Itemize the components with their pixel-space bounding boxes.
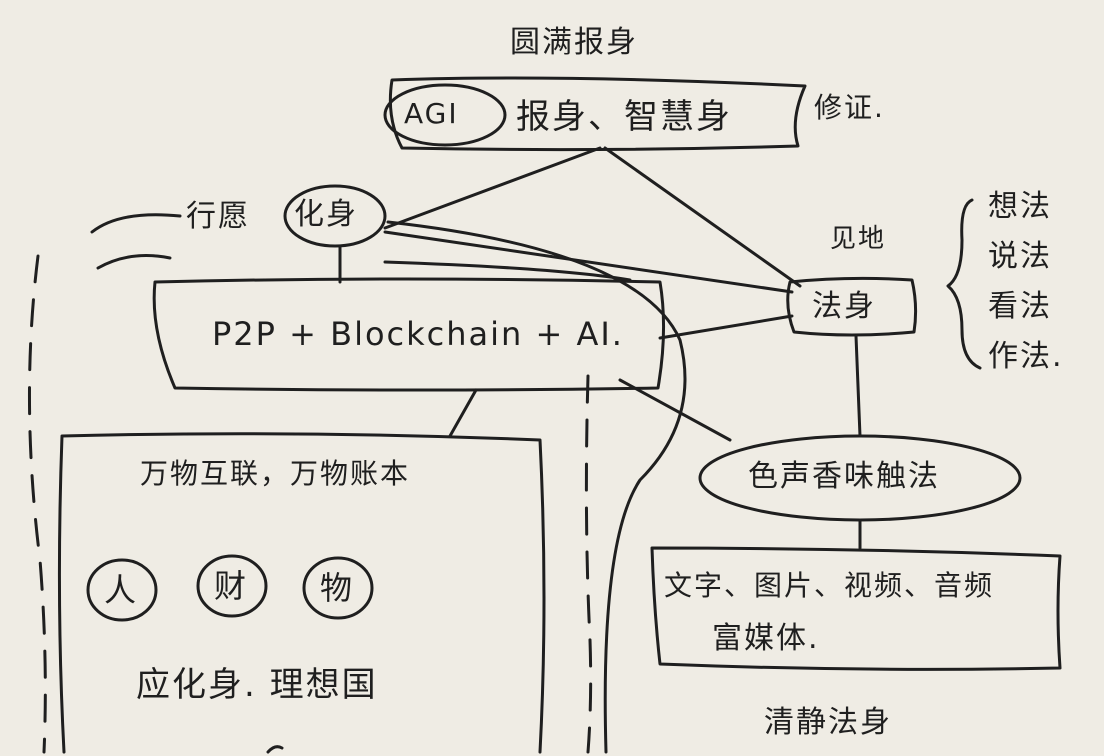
agi-note: 修证.: [814, 91, 885, 124]
incarnation-prefix: 行愿: [186, 199, 250, 234]
left-dashed-boundary: [28, 254, 47, 754]
view-label: 见地: [830, 224, 887, 254]
center-box: [152, 277, 666, 392]
agi-body-label: 报身、智慧身: [516, 97, 732, 137]
senses-label: 色声香味触法: [748, 459, 940, 494]
line-box-to-dharma: [658, 314, 794, 340]
circle-wealth: [196, 554, 268, 618]
circle-label-thing: 物: [320, 569, 355, 607]
top-wavy-line: [90, 213, 632, 282]
bottom-label: 清静法身: [764, 705, 892, 740]
media-line-2: 富媒体.: [712, 621, 820, 656]
circle-person: [86, 558, 158, 622]
circle-thing: [302, 556, 374, 620]
incarnation-label: 化身: [294, 197, 358, 232]
top-title: 圆满报身: [510, 25, 638, 60]
line-agi-to-incarnation: [383, 146, 602, 230]
center-box-label: P2P + Blockchain + AI.: [212, 315, 624, 353]
method-item-4: 作法.: [988, 339, 1064, 374]
method-item-3: 看法: [988, 289, 1052, 324]
agi-ellipse: [383, 83, 507, 147]
circle-label-person: 人: [104, 571, 139, 609]
bottom-stroke: [266, 745, 284, 754]
middle-dashed-boundary: [584, 374, 593, 754]
media-line-1: 文字、图片、视频、音频: [664, 569, 995, 602]
left-box: [57, 432, 546, 754]
methods-brace: [946, 198, 982, 370]
left-box-bottom-label: 应化身. 理想国: [136, 665, 378, 705]
curve-incarnation-to-bottom: [386, 220, 687, 754]
method-item-1: 想法: [988, 189, 1052, 224]
line-incarnation-to-dharma: [383, 230, 794, 294]
agi-label: AGI: [404, 97, 459, 130]
agi-outer-box: [388, 76, 807, 152]
left-box-title: 万物互联，万物账本: [140, 457, 411, 490]
line-dharma-to-senses: [854, 334, 862, 438]
incarnation-ellipse: [283, 184, 387, 248]
media-box: [650, 546, 1062, 671]
circle-label-wealth: 财: [214, 567, 249, 605]
line-box-to-leftbox: [448, 388, 478, 438]
line-box-to-senses: [618, 378, 732, 442]
method-item-2: 说法: [988, 239, 1052, 274]
dharma-box: [786, 276, 918, 337]
dharma-body-label: 法身: [812, 289, 876, 324]
line-agi-to-dharma: [603, 146, 802, 288]
